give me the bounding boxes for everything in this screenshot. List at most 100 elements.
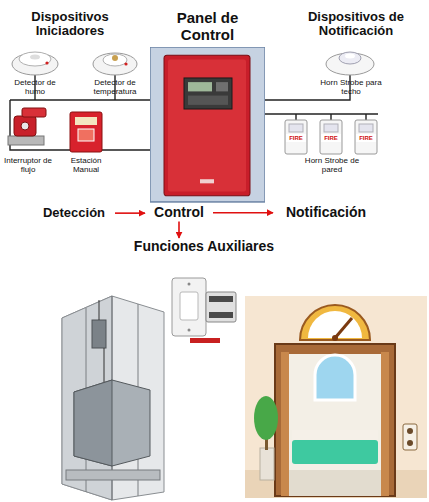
elevator-cartoon (287, 354, 383, 496)
group-heading: Dispositivos Iniciadores (4, 10, 136, 39)
device-label: Horn Strobe para techo (318, 79, 384, 97)
relay-module (188, 329, 191, 332)
elevator-shaft (66, 470, 160, 480)
flow-step: Detección (36, 206, 112, 220)
elevator-shaft (74, 380, 112, 466)
manual-pull-station (70, 112, 102, 152)
heat-detector (124, 62, 127, 65)
elevator-cartoon (245, 296, 427, 498)
smoke-detector (45, 61, 48, 64)
relay-module (209, 296, 233, 302)
wall-horn-strobes (289, 124, 303, 132)
control-panel-cabinet (200, 179, 214, 183)
flow-arrow (115, 212, 145, 214)
control-panel-cabinet (168, 59, 246, 191)
relay-module (180, 292, 198, 320)
flow-step: Notificación (276, 205, 376, 220)
control-panel-cabinet (150, 47, 265, 204)
flow-text: Control (148, 205, 210, 220)
manual-pull-station (70, 112, 102, 152)
control-panel-cabinet (216, 82, 228, 91)
heat-detector (103, 54, 127, 66)
control-panel-cabinet (188, 96, 228, 105)
elevator-cartoon (287, 470, 383, 496)
elevator-cartoon (281, 352, 289, 496)
control-panel-cabinet (150, 47, 265, 202)
flow-switch (21, 122, 29, 130)
relay-module (188, 283, 191, 286)
smoke-detector (12, 52, 58, 75)
elevator-shaft (92, 320, 106, 348)
control-panel-cabinet (184, 78, 232, 109)
elevator-shaft (62, 296, 164, 500)
flow-switch (8, 136, 44, 145)
wiring (296, 114, 366, 120)
elevator-cartoon (245, 296, 427, 498)
flow-text: Funciones Auxiliares (118, 239, 290, 254)
elevator-cartoon (315, 355, 355, 400)
device-marking: FIRE (320, 135, 342, 142)
relay-module (190, 338, 220, 343)
flow-switch (14, 116, 36, 136)
smoke-detector (30, 55, 40, 60)
control-panel-cabinet (164, 55, 250, 195)
relay-module (172, 278, 236, 343)
wiring (265, 113, 378, 114)
elevator-cartoon (407, 428, 413, 434)
flow-step: Control (148, 205, 210, 220)
elevator-shaft (104, 348, 105, 382)
manual-pull-station (78, 129, 94, 141)
flow-switch (22, 108, 46, 117)
wall-horn-strobes (285, 120, 377, 154)
wall-horn-strobes (324, 124, 338, 132)
wall-horn-strobes (356, 134, 376, 142)
elevator-cartoon (332, 335, 338, 341)
relay-module (172, 278, 206, 336)
elevator-cartoon (300, 305, 370, 340)
device-label: Interruptor de flujo (0, 157, 56, 175)
wall-horn-strobes (320, 120, 342, 154)
heat-detector (93, 53, 137, 75)
group-heading: Dispositivos de Notificación (284, 10, 428, 39)
device-label: Detector de temperatura (84, 79, 146, 97)
elevator-shaft (62, 296, 164, 500)
flow-switch (8, 108, 46, 145)
elevator-cartoon (308, 311, 362, 338)
elevator-cartoon (335, 318, 352, 338)
relay-module (206, 292, 236, 322)
wiring (10, 99, 150, 100)
smoke-detector (19, 52, 51, 66)
elevator-cartoon (381, 352, 389, 496)
smoke-detector (12, 53, 58, 75)
heat-detector (93, 53, 137, 75)
ceiling-horn-strobe (326, 53, 374, 75)
wall-horn-strobes (359, 124, 373, 132)
control-panel: Panel de Control (150, 10, 265, 204)
flow-arrow (178, 221, 180, 238)
device-label: Horn Strobe de pared (296, 157, 368, 175)
device-marking: FIRE (285, 135, 307, 142)
flow-arrow (213, 212, 273, 214)
heat-detector (112, 55, 118, 61)
wall-horn-strobes (285, 120, 307, 154)
panel-heading: Panel de Control (150, 10, 265, 43)
elevator-cartoon (407, 440, 413, 446)
ceiling-horn-strobe (326, 52, 374, 75)
elevator-shaft (99, 300, 100, 320)
elevator-cartoon (254, 396, 278, 440)
flow-step: Funciones Auxiliares (118, 239, 290, 254)
elevator-cartoon (275, 344, 395, 496)
wall-horn-strobes (321, 134, 341, 142)
ceiling-horn-strobe (339, 52, 361, 64)
ceiling-horn-strobe (345, 54, 355, 59)
elevator-shaft (74, 380, 150, 466)
manual-pull-station (75, 117, 97, 125)
device-label: Detector de humo (6, 79, 64, 97)
elevator-cartoon (292, 440, 378, 464)
device-label: Estación Manual (58, 157, 114, 175)
wall-horn-strobes (355, 120, 377, 154)
flow-text: Detección (36, 206, 112, 220)
control-panel-cabinet (188, 82, 212, 91)
elevator-shaft (62, 296, 112, 500)
